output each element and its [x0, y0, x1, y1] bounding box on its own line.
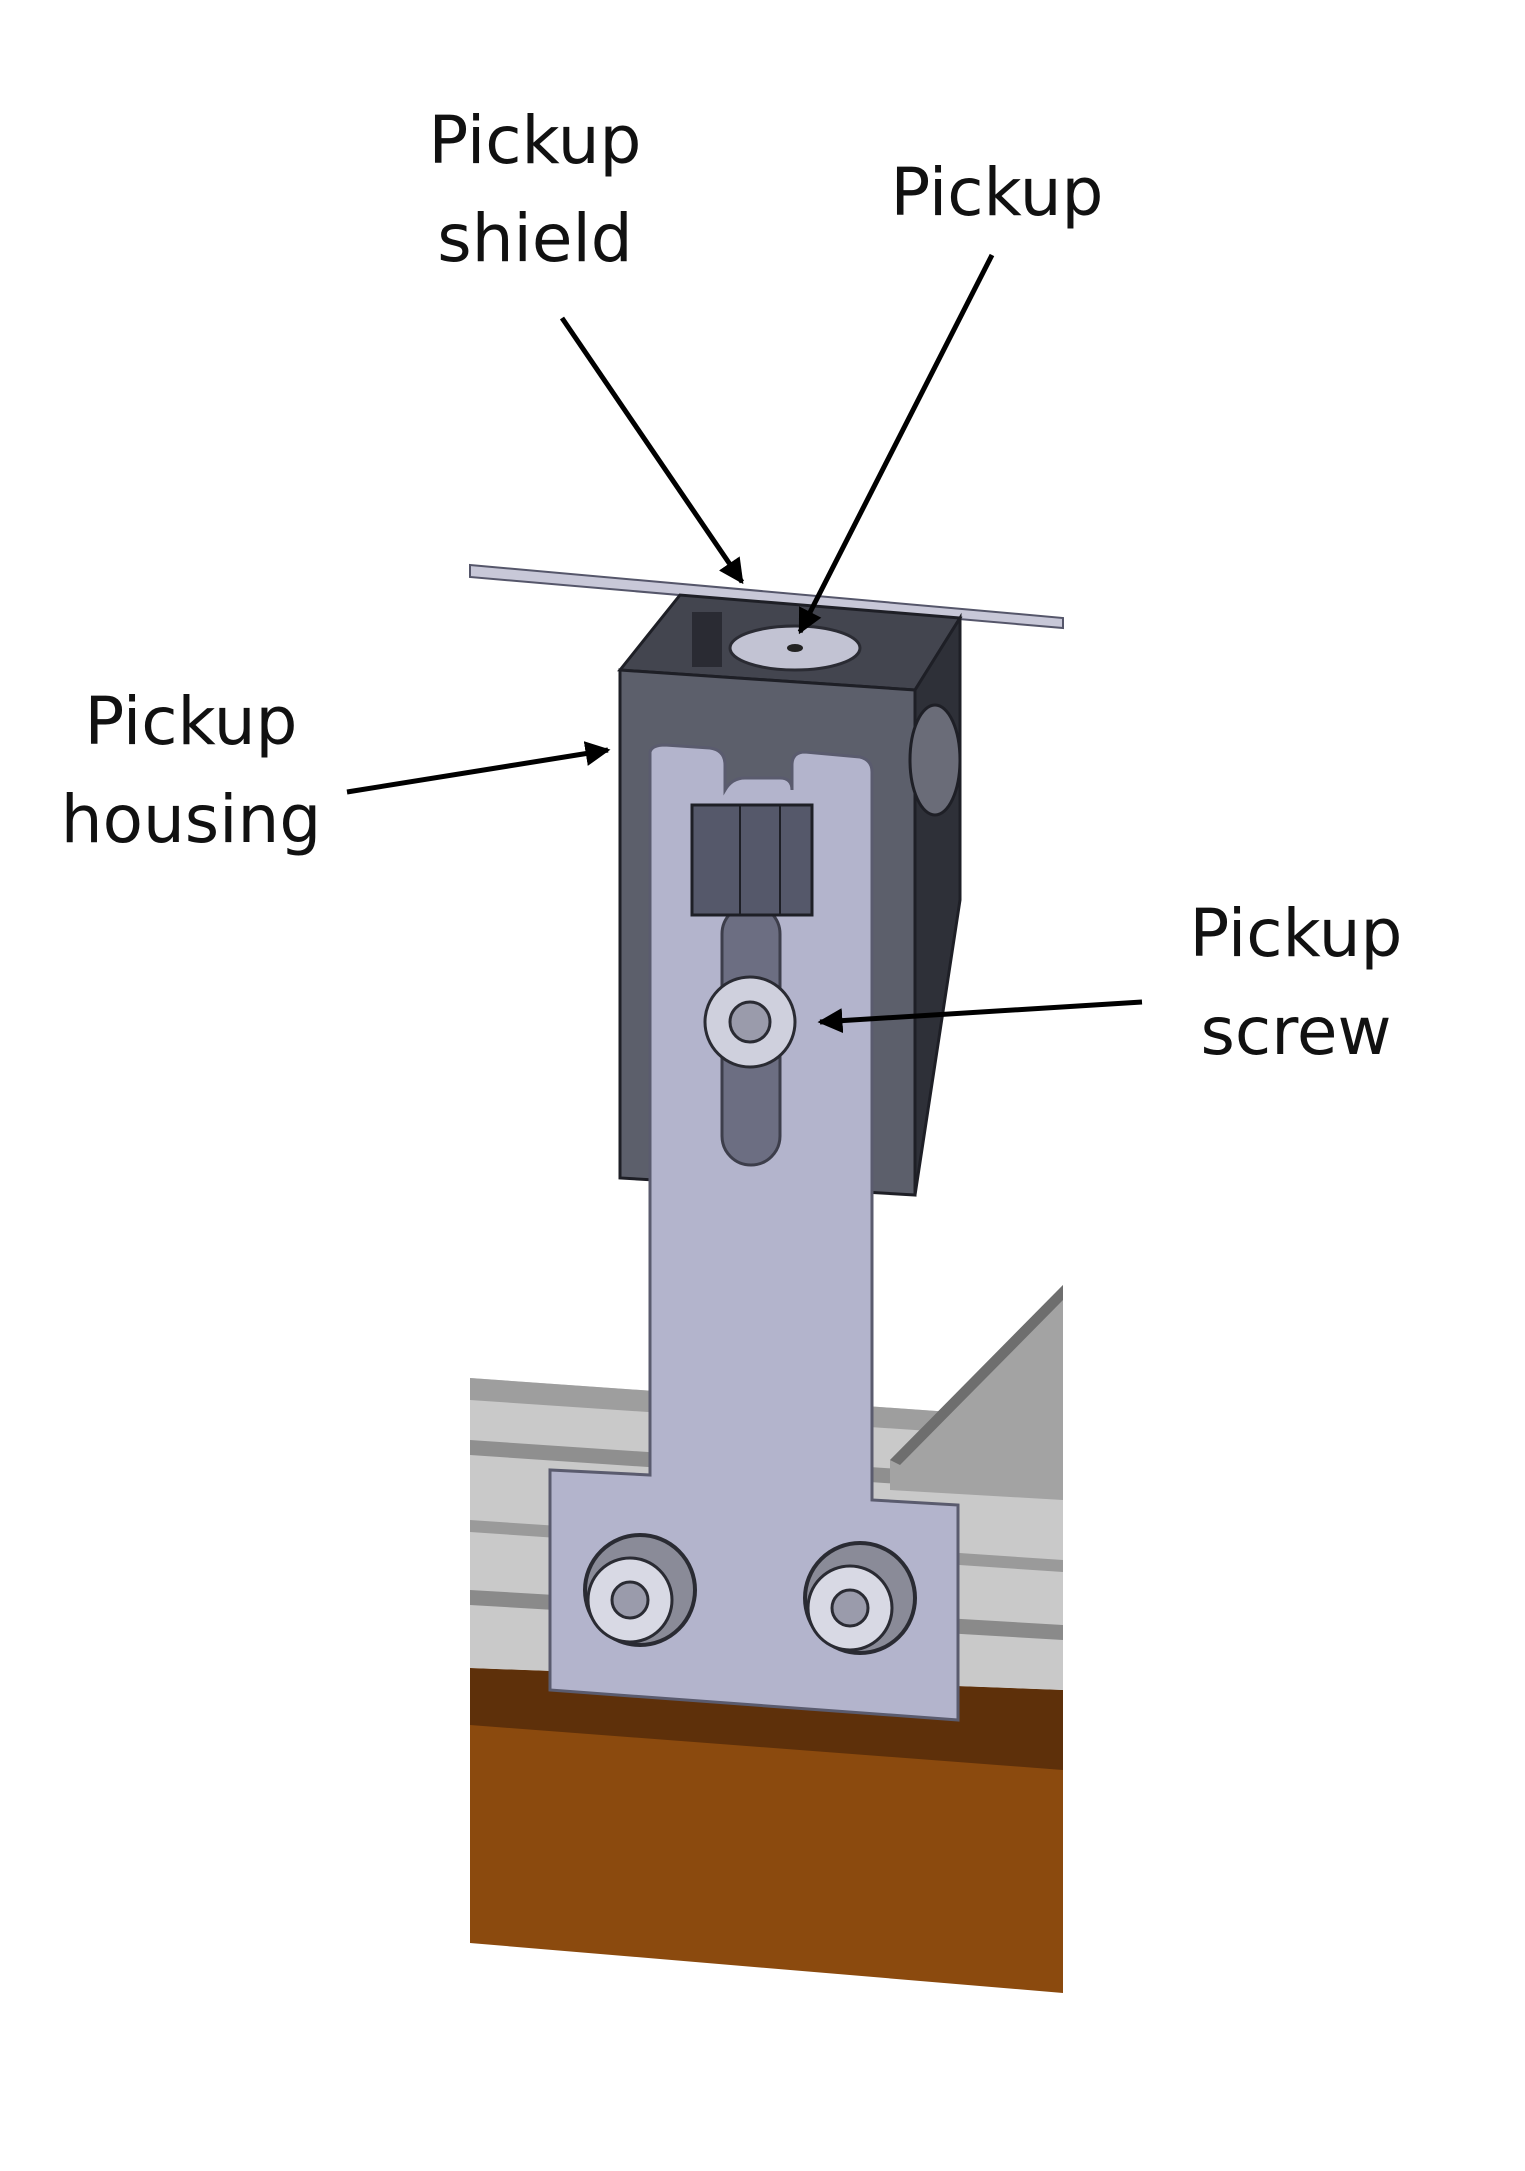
arrow-pickup-housing [346, 741, 611, 795]
mounting-screw-left [583, 1533, 697, 1647]
arrow-pickup-shield [559, 316, 745, 585]
label-pickup-shield: Pickup shield [429, 92, 642, 288]
angled-block [890, 1285, 1063, 1500]
bracket-plate [548, 743, 960, 1722]
label-pickup-screw-line2: screw [1200, 993, 1392, 1070]
pickup-screw [703, 975, 797, 1069]
label-pickup: Pickup [891, 144, 1104, 242]
arrow-pickup-screw [817, 999, 1143, 1034]
label-pickup-housing-line1: Pickup [84, 683, 298, 760]
label-pickup-line1: Pickup [890, 154, 1104, 231]
label-pickup-shield-line2: shield [437, 200, 633, 277]
arrow-pickup [797, 253, 995, 635]
label-pickup-housing: Pickup housing [61, 673, 322, 869]
label-pickup-screw-line1: Pickup [1189, 895, 1403, 972]
mounting-screw-right [803, 1541, 917, 1655]
label-pickup-housing-line2: housing [60, 781, 322, 858]
label-pickup-screw: Pickup screw [1190, 885, 1403, 1081]
pickup-shield-plate [469, 563, 1064, 630]
wooden-base [470, 1668, 1063, 1993]
label-pickup-shield-line1: Pickup [428, 102, 642, 179]
